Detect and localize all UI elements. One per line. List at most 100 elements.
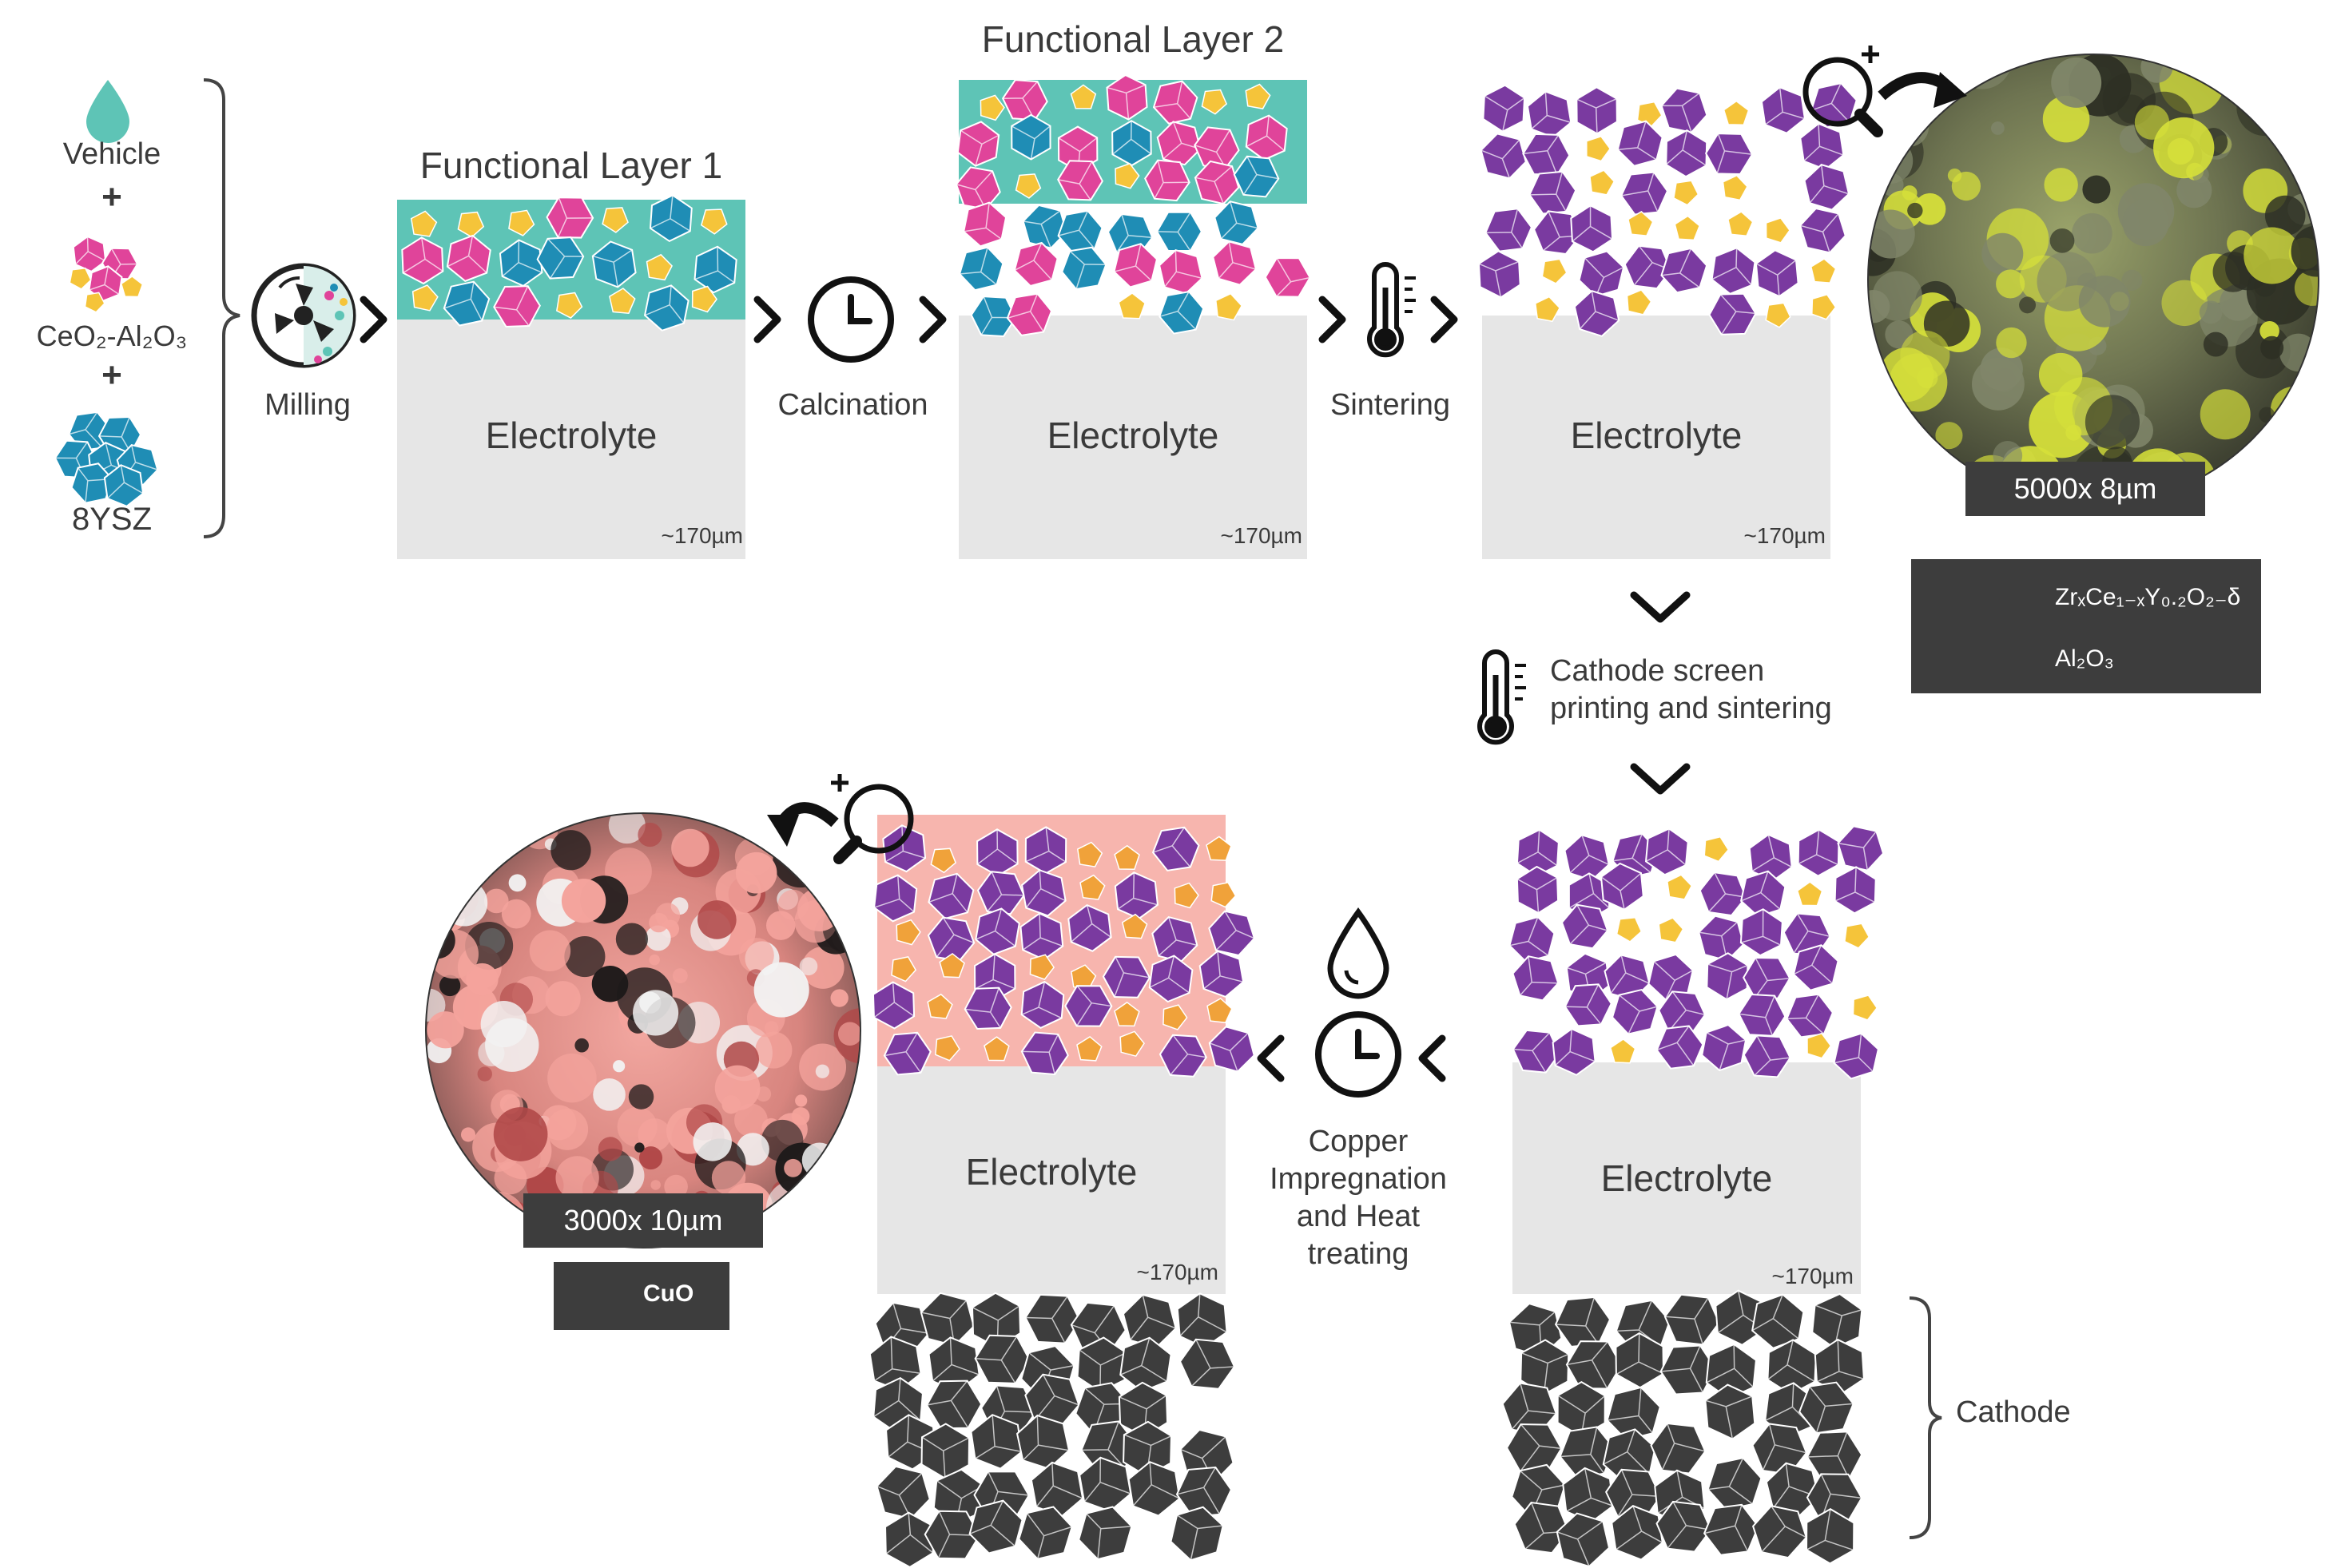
micrograph-top [1868, 54, 2319, 505]
micrograph-grain [753, 962, 809, 1018]
particle-crystal [1624, 244, 1672, 290]
particle-crystal [1665, 129, 1708, 178]
particle-crystal-facets [964, 987, 1001, 1029]
micrograph-grain [477, 1066, 492, 1082]
particle-pentagon [1667, 874, 1693, 900]
sintered-layer-particles [1477, 81, 1858, 337]
particle-crystal-facets [932, 1337, 980, 1382]
particle-crystal [1743, 1034, 1791, 1078]
vehicle-label: Vehicle [62, 137, 161, 171]
copper-impregnation-label: Copper Impregnation and Heat treating [1270, 1125, 1447, 1271]
particle-crystal-facets [1159, 291, 1197, 331]
micrograph-grain [2295, 472, 2316, 492]
particle-crystal-facets [873, 875, 915, 913]
particle-pentagon [1076, 1036, 1103, 1062]
micrograph-grain [2287, 409, 2311, 434]
particle-crystal-facets [1566, 1340, 1608, 1389]
micrograph-grain [2264, 195, 2306, 236]
particle-crystal-facets [975, 1415, 1023, 1459]
particle-crystal [103, 464, 145, 507]
legend-al2o3-label: Al₂O₃ [2055, 645, 2114, 672]
particle-crystal-facets [106, 465, 144, 499]
particle-crystal-facets [1220, 201, 1258, 240]
particle-crystal-facets [873, 982, 915, 1018]
particle-crystal-facets [89, 266, 120, 296]
micrograph-grain [2203, 331, 2228, 357]
particle-crystal [1644, 828, 1689, 876]
particle-pentagon [1079, 874, 1106, 900]
particle-crystal-facets [1157, 212, 1191, 252]
particle-crystal [876, 1465, 931, 1520]
micrograph-grain [2244, 227, 2301, 284]
micrograph-grain [2212, 252, 2254, 292]
functional-layer-1-particles [401, 194, 737, 331]
particle-crystal-facets [969, 1500, 1016, 1547]
clock-icon [808, 276, 894, 363]
particle-pentagon [980, 94, 1005, 121]
micrograph-grain [529, 930, 571, 971]
particle-crystal-facets [1809, 165, 1850, 204]
particle-crystal-facets [1516, 877, 1558, 914]
particle-crystal [970, 296, 1017, 338]
particle-pentagon [896, 919, 921, 946]
particle-crystal-facets [1023, 210, 1061, 248]
micrograph-grain [833, 1008, 860, 1064]
micrograph-grain [628, 1084, 654, 1110]
particle-crystal-facets [1767, 1340, 1815, 1383]
micrograph-grain [791, 1107, 810, 1125]
particle-crystal-facets [1607, 1387, 1654, 1434]
particle-crystal-facets [447, 235, 487, 274]
particle-crystal [694, 245, 737, 294]
particle-pentagon [411, 284, 439, 312]
particle-pentagon [1723, 100, 1750, 125]
particle-crystal-facets [1719, 294, 1756, 335]
micrograph-grain [2085, 395, 2140, 450]
particle-crystal [1194, 160, 1240, 205]
particle-crystal [1123, 1420, 1172, 1478]
arrow-chevron-right-icon [753, 296, 781, 343]
particle-crystal-facets [1085, 1513, 1132, 1560]
particle-crystal-facets [1246, 115, 1286, 152]
particle-crystal [1739, 908, 1783, 957]
particle-crystal-facets [1786, 994, 1825, 1035]
micrograph-grain [451, 870, 479, 896]
arrow-chevron-right-icon [919, 296, 947, 343]
particle-crystal [970, 1414, 1023, 1470]
particle-crystal-facets [1170, 1034, 1206, 1076]
particle-crystal [1208, 910, 1256, 957]
top-micrograph-scale: 5000x 8µm [1965, 462, 2205, 516]
micrograph-grain [2049, 228, 2075, 253]
particle-crystal-facets [1799, 212, 1839, 253]
particle-crystal [1799, 207, 1846, 254]
particle-crystal-facets [1509, 916, 1549, 957]
micrograph-grain [460, 1127, 476, 1142]
particle-crystal [1620, 171, 1669, 216]
particle-crystal-facets [1152, 827, 1191, 867]
particle-crystal-facets [1511, 1383, 1556, 1431]
particle-crystal-facets [1512, 1032, 1551, 1074]
particle-crystal-facets [1176, 1514, 1223, 1561]
micrograph-grain [1889, 106, 1930, 147]
legend-top [1911, 559, 2261, 693]
particle-pentagon [1727, 211, 1754, 237]
micrograph-grain [608, 813, 646, 844]
particle-crystal-facets [1834, 867, 1876, 903]
particle-crystal-facets [694, 246, 735, 284]
arrow-chevron-right-icon [360, 296, 388, 343]
micrograph-grain [455, 813, 497, 845]
zoom-in-icon [1802, 46, 1883, 137]
micrograph-grain [1996, 269, 2025, 299]
particle-crystal [1516, 865, 1560, 915]
particle-crystal [872, 981, 916, 1030]
particle-crystal [1755, 249, 1799, 298]
particle-crystal-facets [1478, 260, 1520, 298]
particle-pentagon [1586, 135, 1612, 162]
particle-crystal [1738, 994, 1786, 1037]
particle-pentagon [939, 952, 965, 979]
particle-crystal-facets [976, 908, 1016, 947]
particle-crystal-facets [1058, 210, 1095, 249]
sintered-layer-particles [1508, 825, 1885, 1080]
particle-pentagon [1015, 173, 1042, 199]
electrolyte-label: Electrolyte [485, 415, 658, 456]
particle-crystal-facets [1764, 87, 1806, 125]
